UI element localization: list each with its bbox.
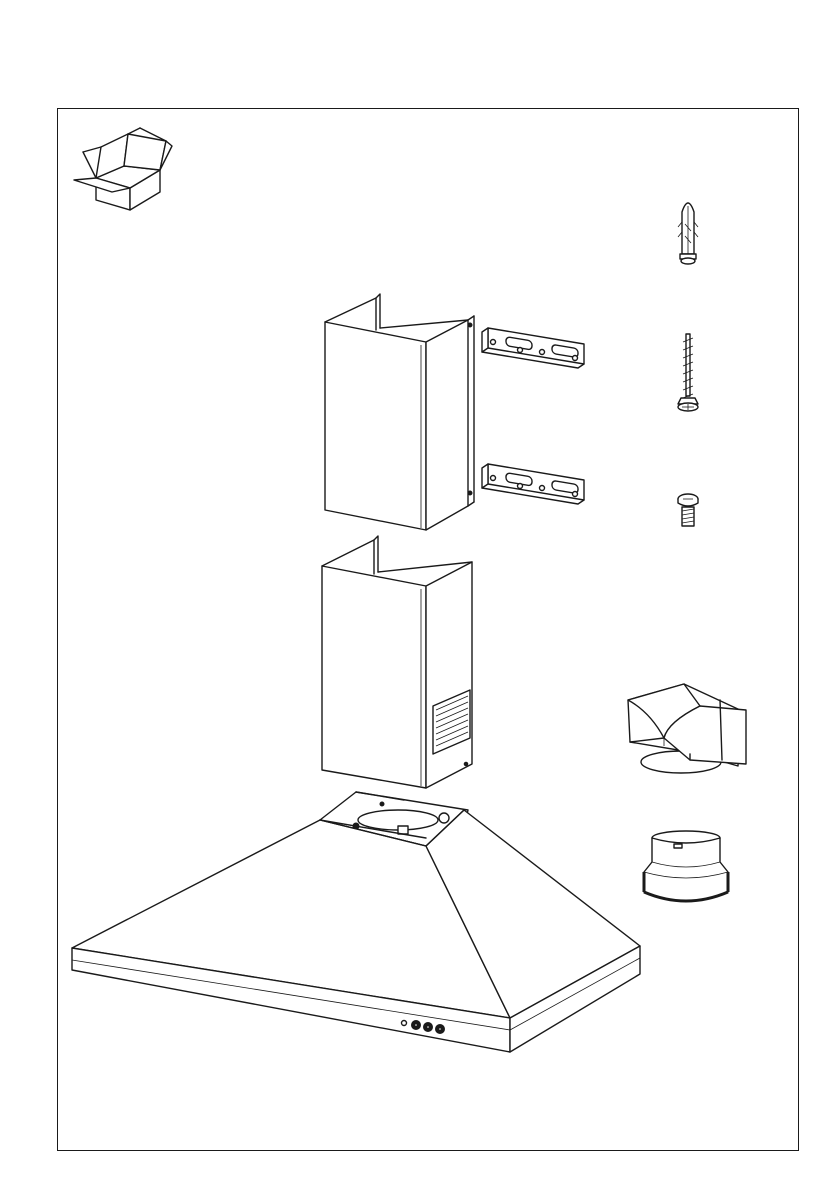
- hood-canopy: [72, 792, 640, 1052]
- duct-reducer-collar: [644, 831, 728, 901]
- upper-chimney: [325, 294, 474, 530]
- air-deflector: [628, 684, 746, 773]
- chimney-bracket-upper: [482, 328, 584, 368]
- machine-screw: [678, 494, 698, 526]
- wood-screw: [678, 334, 698, 411]
- open-box-icon: [74, 128, 172, 210]
- chimney-bracket-lower: [482, 464, 584, 504]
- lower-chimney: [322, 536, 472, 788]
- wall-plug: [678, 203, 698, 264]
